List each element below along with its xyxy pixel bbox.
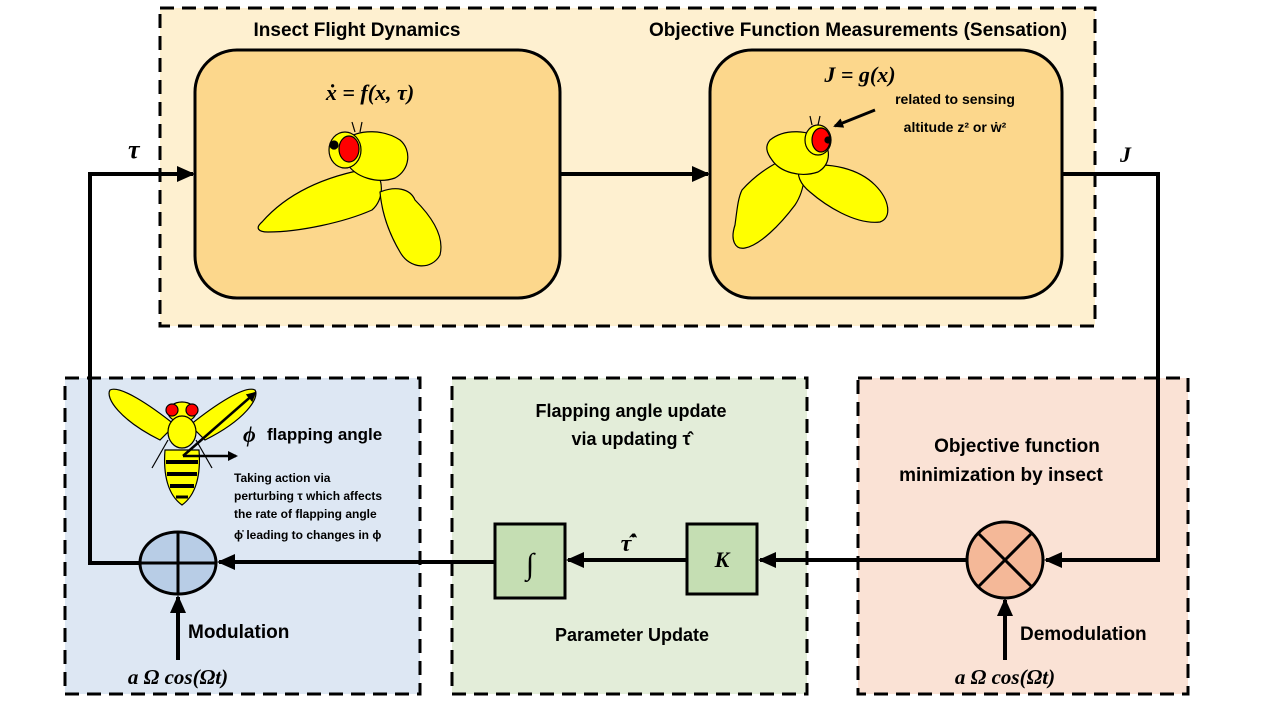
dynamics-title: Insect Flight Dynamics (254, 20, 461, 41)
demod-title-line2: minimization by insect (899, 465, 1103, 486)
action-text-line3: the rate of flapping angle (234, 507, 377, 521)
insect-side-icon (257, 121, 442, 267)
insect-top-icon (108, 388, 257, 506)
update-title-line2: via updating τ̂ (571, 429, 694, 449)
dynamics-equation: ẋ = f(x, τ) (325, 80, 414, 105)
action-text-line4: ϕ̇ leading to changes in ϕ (234, 528, 381, 542)
gain-symbol: K (714, 547, 731, 572)
integrator-symbol: ∫ (524, 548, 536, 583)
phi-angle-ray (182, 391, 257, 457)
phi-symbol: ϕ (243, 422, 256, 447)
demod-title-line1: Objective function (934, 436, 1100, 457)
feedback-J-line (1044, 172, 1160, 568)
parameter-update-label: Parameter Update (555, 625, 709, 645)
integrator-block (493, 522, 567, 600)
action-text-line1: Taking action via (234, 471, 331, 485)
sensing-note-line2: altitude z² or ẇ² (904, 119, 1007, 135)
tau-input-line (88, 166, 195, 565)
sensing-note-line1: related to sensing (895, 91, 1015, 107)
modulation-signal: a Ω cos(Ωt) (128, 665, 228, 689)
demodulation-label: Demodulation (1020, 624, 1147, 645)
summing-junction (138, 530, 218, 596)
multiplier-junction (965, 520, 1045, 600)
insect-side-icon-2 (732, 115, 889, 249)
action-text-line2: perturbing τ which affects (234, 489, 382, 503)
measurement-equation: J = g(x) (823, 62, 895, 87)
update-title-line1: Flapping angle update (535, 401, 726, 421)
measurement-title: Objective Function Measurements (Sensati… (649, 20, 1067, 41)
output-J-label: J (1119, 142, 1132, 167)
input-tau-label: τ (128, 135, 141, 164)
gain-block (685, 522, 759, 596)
modulation-panel (63, 376, 422, 696)
demodulation-signal: a Ω cos(Ωt) (955, 665, 1055, 689)
flapping-angle-label: flapping angle (267, 425, 382, 444)
sensing-pointer-arrow (833, 108, 876, 128)
modulation-label: Modulation (188, 622, 289, 643)
